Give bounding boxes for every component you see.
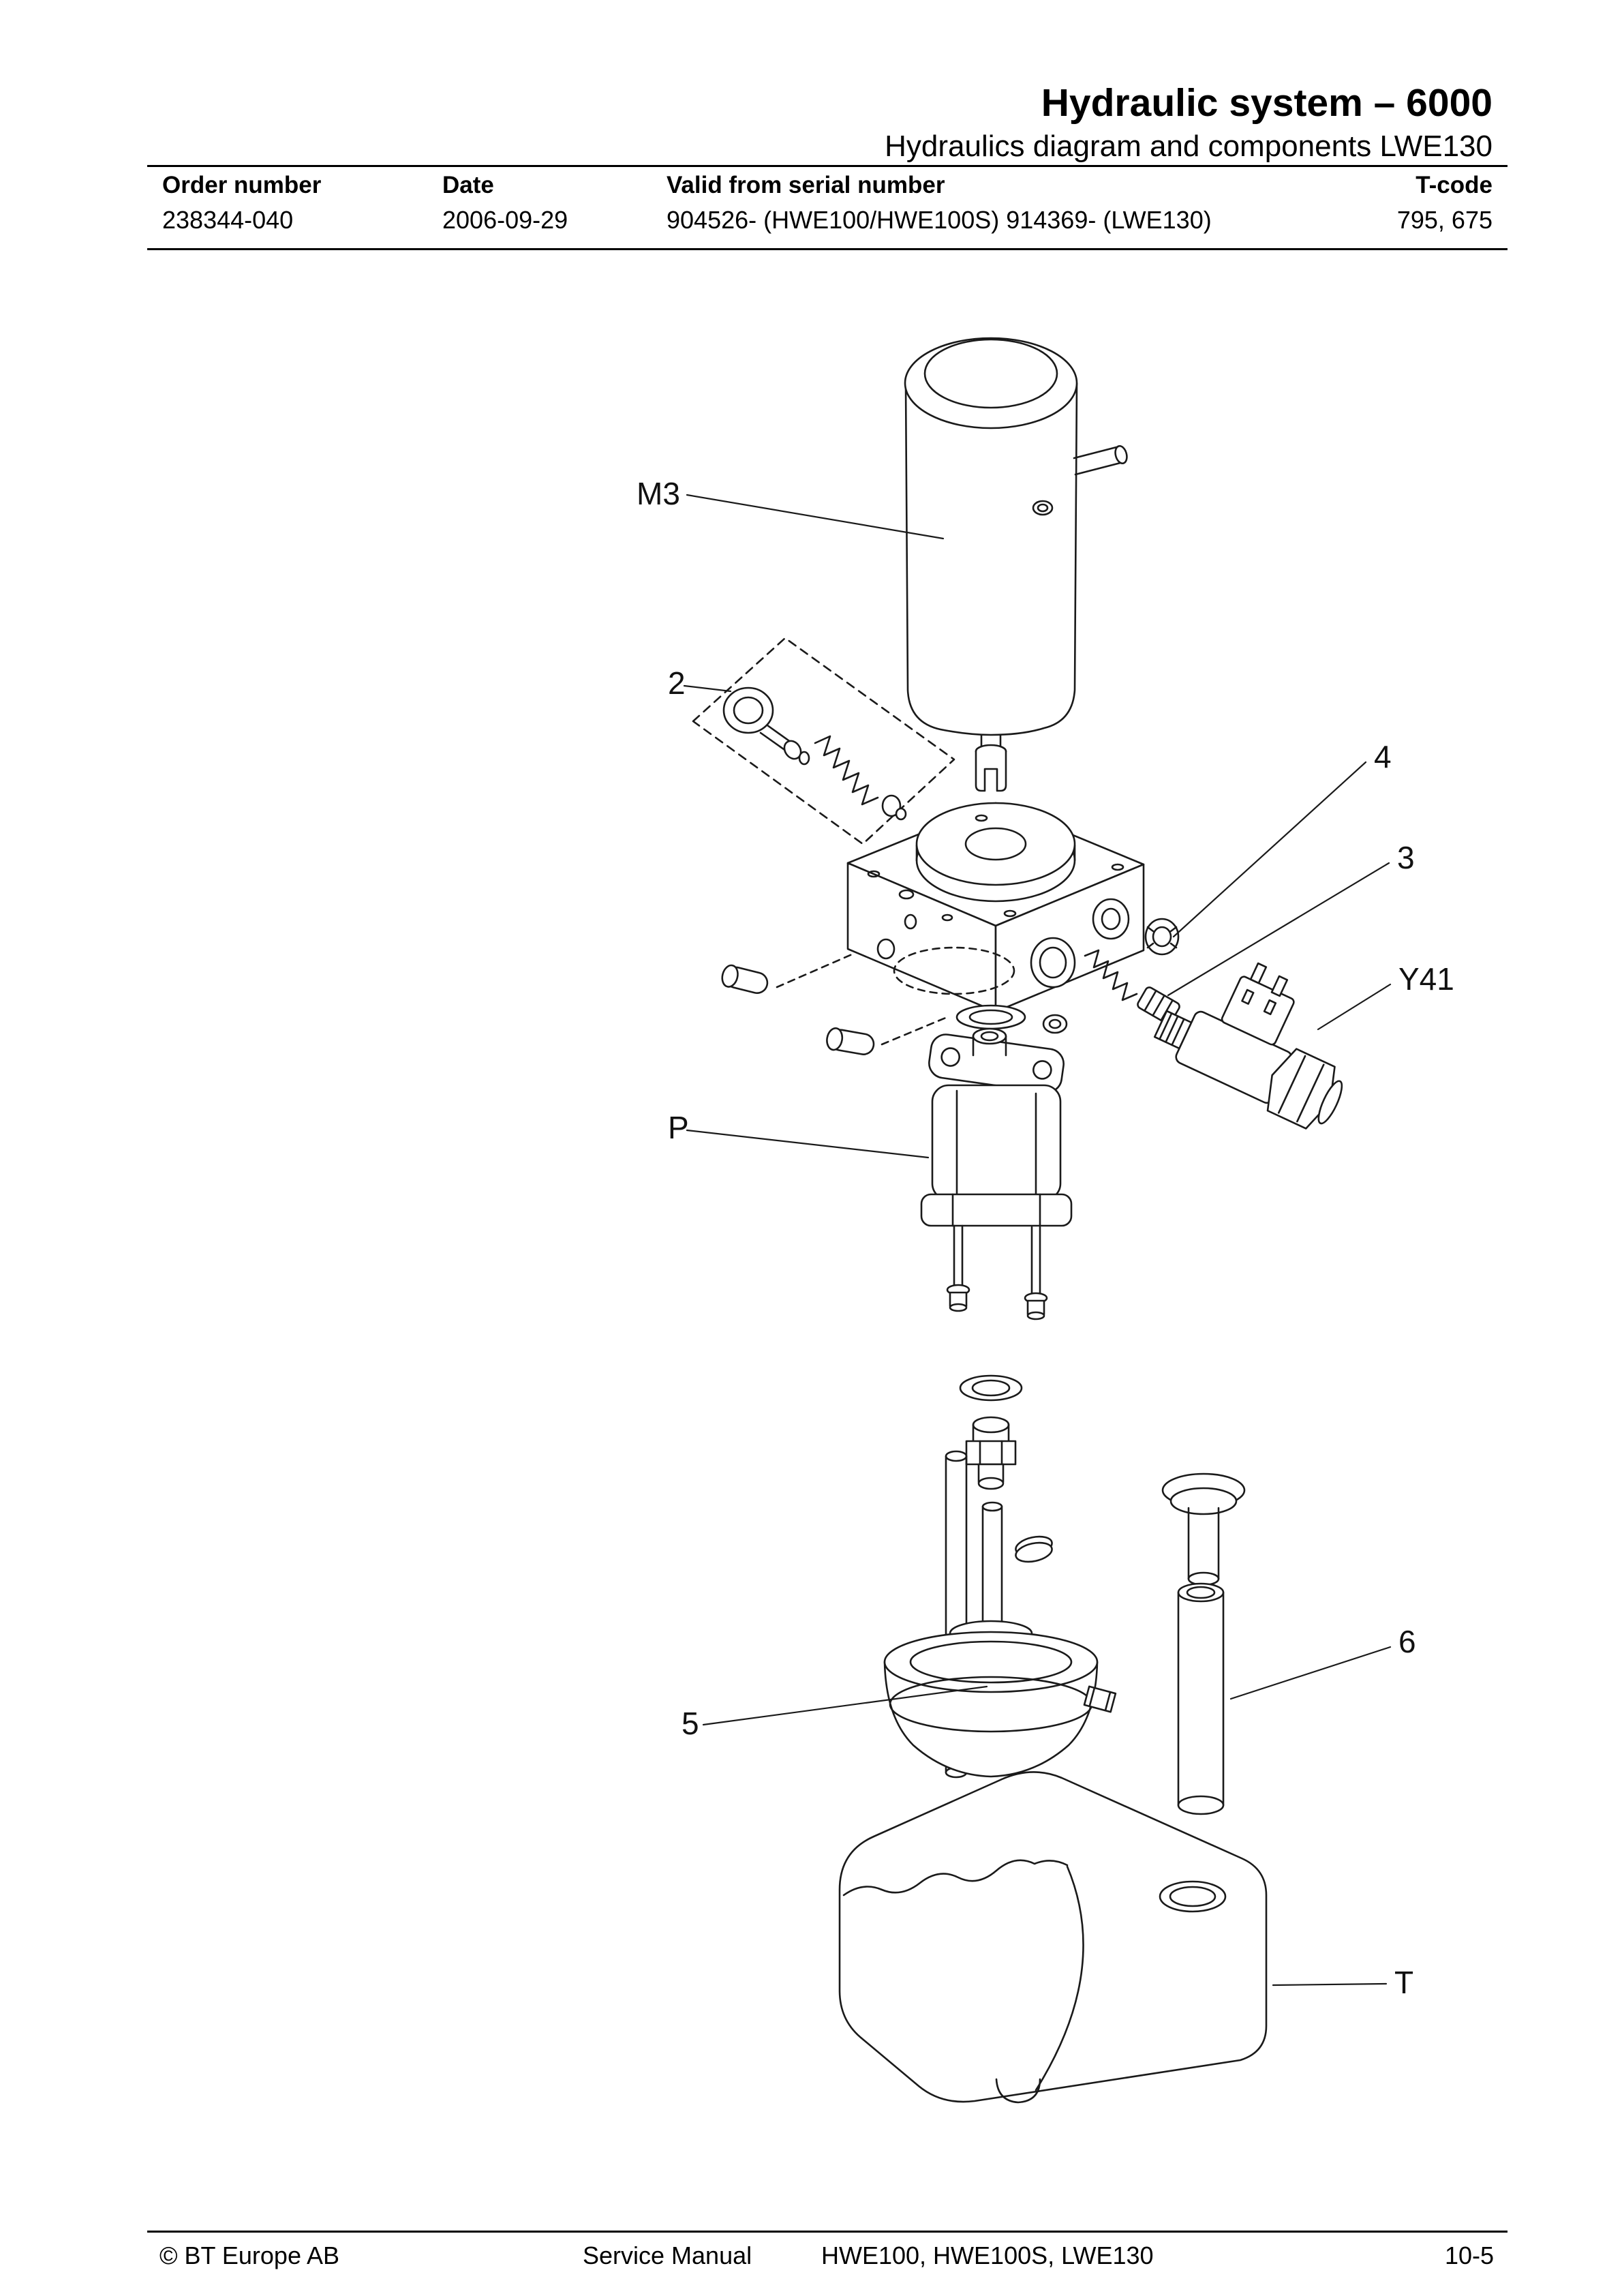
fitting bbox=[972, 1416, 1010, 1434]
col-header-order-number: Order number bbox=[162, 172, 322, 198]
label-suction-filter: 5 bbox=[682, 1706, 699, 1741]
port bbox=[1092, 898, 1130, 940]
motor-terminal bbox=[1032, 500, 1054, 516]
label-pump: P bbox=[668, 1110, 689, 1145]
footer-doc-type: Service Manual bbox=[583, 2241, 752, 2269]
suction-tube-short bbox=[981, 1501, 1003, 1512]
value-t-code: 795, 675 bbox=[1396, 206, 1493, 234]
pump-shaft bbox=[972, 1027, 1007, 1045]
footer-rule bbox=[147, 2231, 1508, 2233]
leader-3 bbox=[1167, 862, 1390, 997]
port bbox=[1030, 937, 1076, 988]
stud-bolt bbox=[953, 1224, 964, 1290]
value-valid-serial: 904526- (HWE100/HWE100S) 914369- (LWE130… bbox=[667, 206, 1212, 234]
suction-assembly bbox=[945, 1374, 1053, 1779]
label-spring: 3 bbox=[1397, 840, 1415, 875]
shaft-coupling bbox=[975, 750, 1007, 792]
solenoid-valve bbox=[1153, 962, 1343, 1130]
leader-p bbox=[686, 1129, 930, 1159]
label-tank: T bbox=[1394, 1965, 1413, 2000]
header-rule-top bbox=[147, 165, 1508, 167]
pump bbox=[920, 1027, 1073, 1320]
leader-2 bbox=[683, 684, 732, 693]
footer-copyright: © BT Europe AB bbox=[159, 2241, 340, 2269]
filter-bowl bbox=[883, 1661, 1099, 1778]
label-cartridge-kit: 2 bbox=[668, 665, 686, 701]
flange-hole bbox=[940, 1047, 960, 1067]
suction-filter bbox=[883, 1620, 1117, 1778]
header-rule-bottom bbox=[147, 248, 1508, 250]
pump-mount-circle bbox=[893, 946, 1015, 995]
pump-base-flange bbox=[920, 1193, 1073, 1227]
tank bbox=[838, 1771, 1268, 2104]
leader-m3 bbox=[686, 494, 945, 540]
mounting-bolts bbox=[721, 953, 949, 1055]
motor-assembly bbox=[904, 337, 1128, 792]
flange-hole bbox=[1032, 1060, 1052, 1080]
stud-bolt bbox=[1030, 1226, 1041, 1298]
label-plug: 4 bbox=[1374, 739, 1392, 774]
spade-terminal bbox=[1249, 962, 1268, 984]
leader-5 bbox=[702, 1685, 988, 1726]
label-solenoid-valve: Y41 bbox=[1398, 961, 1454, 997]
leader-y41 bbox=[1317, 983, 1392, 1031]
small-plug bbox=[1042, 1014, 1068, 1034]
part-labels: M3 2 4 3 Y41 P 5 6 T bbox=[637, 476, 1454, 2000]
kit-boundary-box bbox=[692, 637, 955, 845]
leader-4 bbox=[1172, 761, 1367, 938]
label-motor: M3 bbox=[637, 476, 680, 511]
clamp-screw bbox=[1083, 1685, 1117, 1713]
cartridge-spring bbox=[814, 735, 879, 806]
tank-drain bbox=[995, 2078, 1041, 2104]
leader-6 bbox=[1229, 1646, 1392, 1700]
page-title: Hydraulic system – 6000 bbox=[1041, 81, 1493, 125]
gasket-ring bbox=[955, 1004, 1026, 1030]
tank-cutaway-line bbox=[842, 1859, 1069, 1897]
poppet bbox=[881, 794, 902, 817]
breather-and-tube bbox=[1161, 1472, 1246, 1815]
spade-terminal bbox=[1270, 975, 1289, 997]
tank-cutaway-edge bbox=[1035, 1865, 1084, 2091]
pump-body bbox=[931, 1084, 1062, 1201]
boss-center-hole bbox=[964, 827, 1027, 861]
col-header-valid-serial: Valid from serial number bbox=[667, 172, 945, 198]
hex-nut bbox=[1266, 1048, 1336, 1130]
col-header-date: Date bbox=[442, 172, 494, 198]
leader-lines bbox=[683, 494, 1392, 1987]
footer-models: HWE100, HWE100S, LWE130 bbox=[821, 2241, 1154, 2269]
value-date: 2006-09-29 bbox=[442, 206, 568, 234]
page-subtitle: Hydraulics diagram and components LWE130 bbox=[885, 130, 1493, 163]
motor-terminal bbox=[1073, 445, 1122, 476]
label-return-tube: 6 bbox=[1398, 1624, 1416, 1659]
suction-tube-long bbox=[945, 1450, 968, 1462]
value-order-number: 238344-040 bbox=[162, 206, 294, 234]
manifold-block bbox=[846, 802, 1145, 1034]
plug-item-4 bbox=[1144, 918, 1180, 956]
col-header-t-code: T-code bbox=[1416, 172, 1493, 198]
footer-page-number: 10-5 bbox=[1444, 2241, 1494, 2269]
valve-cartridge-kit bbox=[692, 637, 955, 845]
leader-t bbox=[1272, 1982, 1388, 1987]
seal-washer bbox=[959, 1374, 1023, 1402]
